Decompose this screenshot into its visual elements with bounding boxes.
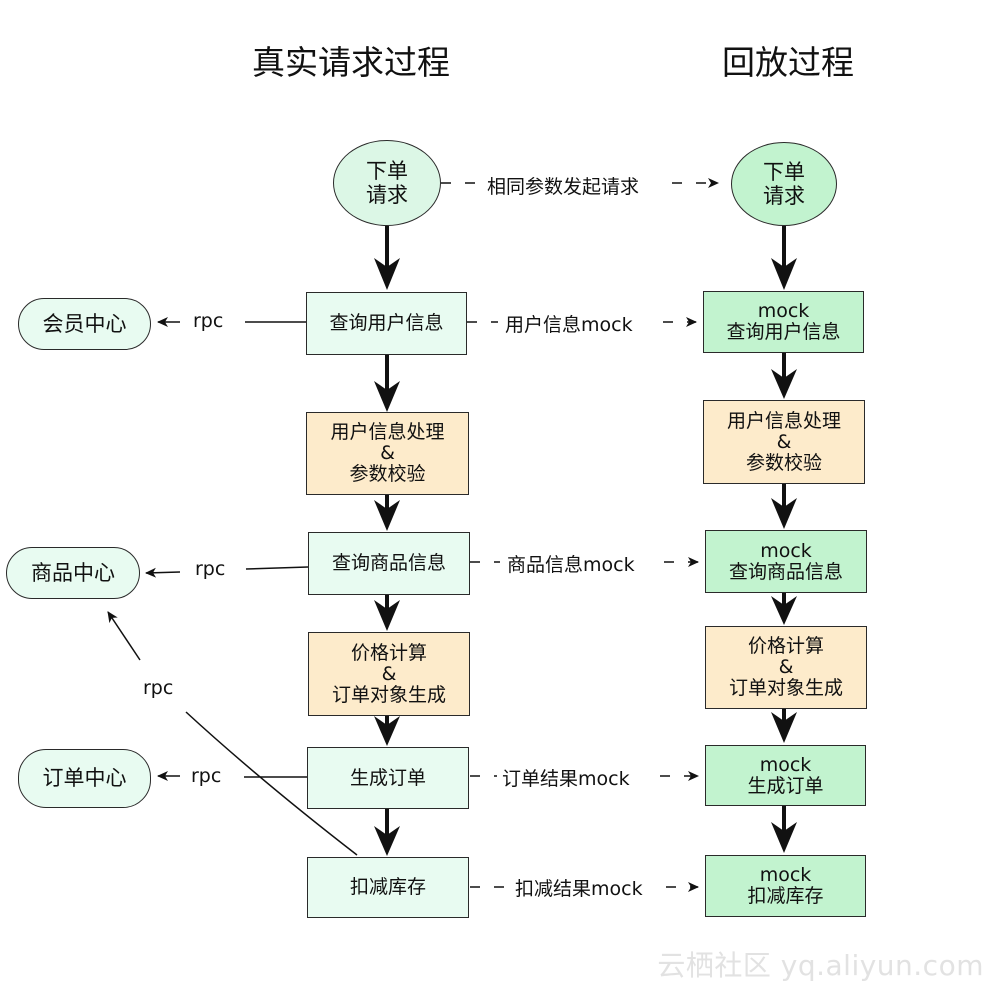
flow-arrowhead xyxy=(771,712,797,743)
product-center-node: 商品中心 xyxy=(6,547,140,599)
node-line: 参数校验 xyxy=(349,463,426,485)
flow-arrowhead xyxy=(374,600,400,631)
node-line: 价格计算 xyxy=(747,635,824,657)
label-stock-mock: 扣减结果mock xyxy=(512,874,646,901)
node-line: 会员中心 xyxy=(42,311,127,336)
node-line: mock xyxy=(760,539,812,562)
node-line: 下单 xyxy=(366,159,408,183)
watermark: 云栖社区 yq.aliyun.com xyxy=(657,949,984,982)
mock-links xyxy=(441,178,719,892)
left-order-request-node: 下单 请求 xyxy=(333,140,441,226)
rpc-links xyxy=(107,317,358,856)
member-center-node: 会员中心 xyxy=(18,298,151,350)
left-create-order-node: 生成订单 xyxy=(307,747,469,809)
rpc-line xyxy=(245,566,309,570)
label-order-mock: 订单结果mock xyxy=(499,764,633,791)
label-product-mock: 商品信息mock xyxy=(504,550,638,577)
right-query-product-node: mock 查询商品信息 xyxy=(705,530,867,593)
right-price-node: 价格计算 & 订单对象生成 xyxy=(705,626,867,709)
flow-arrowhead xyxy=(771,596,797,625)
node-line: 请求 xyxy=(763,184,805,208)
left-price-node: 价格计算 & 订单对象生成 xyxy=(308,632,470,716)
right-create-order-node: mock 生成订单 xyxy=(705,745,866,806)
flow-arrowhead xyxy=(374,500,400,531)
node-line: 生成订单 xyxy=(747,774,824,797)
title-real-process: 真实请求过程 xyxy=(252,43,450,82)
flow-arrowhead xyxy=(374,716,400,746)
node-line: 参数校验 xyxy=(745,451,822,474)
node-line: 查询用户信息 xyxy=(726,321,841,343)
node-line: 下单 xyxy=(763,160,805,184)
left-query-user-node: 查询用户信息 xyxy=(306,292,467,355)
node-line: 价格计算 xyxy=(350,641,427,664)
node-line: & xyxy=(776,430,792,453)
node-line: & xyxy=(778,656,794,678)
node-line: & xyxy=(381,662,397,685)
rpc-curve xyxy=(185,711,358,856)
flow-arrowhead xyxy=(771,498,797,529)
label-rpc-order: rpc xyxy=(191,765,222,787)
rpc-line xyxy=(145,567,181,578)
node-line: 订单对象生成 xyxy=(728,677,843,699)
label-same-params: 相同参数发起请求 xyxy=(484,172,643,199)
node-line: mock xyxy=(759,753,812,776)
flow-arrowhead xyxy=(771,822,797,853)
left-deduct-stock-node: 扣减库存 xyxy=(307,857,469,918)
label-user-mock: 用户信息mock xyxy=(502,310,636,337)
rpc-curve xyxy=(107,611,141,661)
node-line: & xyxy=(380,442,395,464)
right-order-request-node: 下单 请求 xyxy=(731,142,837,226)
left-flow-arrows xyxy=(374,226,400,856)
right-user-process-node: 用户信息处理 & 参数校验 xyxy=(703,400,865,484)
node-line: 查询商品信息 xyxy=(728,560,843,583)
node-line: 订单对象生成 xyxy=(331,683,446,706)
node-line: 扣减库存 xyxy=(349,876,426,898)
flow-arrowhead xyxy=(771,258,797,290)
node-line: mock xyxy=(759,864,812,886)
flow-arrowhead xyxy=(374,381,400,412)
label-rpc-member: rpc xyxy=(193,310,224,332)
right-query-user-node: mock 查询用户信息 xyxy=(703,291,864,353)
node-line: 用户信息处理 xyxy=(726,409,841,432)
node-line: 查询商品信息 xyxy=(331,552,446,574)
node-line: 生成订单 xyxy=(349,766,426,789)
label-rpc-stock: rpc xyxy=(143,677,174,699)
node-line: mock xyxy=(757,300,810,322)
left-user-process-node: 用户信息处理 & 参数校验 xyxy=(306,412,469,495)
label-rpc-product: rpc xyxy=(195,558,226,580)
right-deduct-stock-node: mock 扣减库存 xyxy=(705,855,866,917)
title-replay-process: 回放过程 xyxy=(722,43,854,82)
node-line: 订单中心 xyxy=(42,766,127,790)
node-line: 扣减库存 xyxy=(747,885,824,907)
order-center-node: 订单中心 xyxy=(18,749,151,808)
node-line: 用户信息处理 xyxy=(330,421,445,443)
left-query-product-node: 查询商品信息 xyxy=(308,532,470,595)
right-flow-arrows xyxy=(771,226,797,853)
node-line: 商品中心 xyxy=(31,560,115,585)
flow-arrowhead xyxy=(374,826,400,856)
node-line: 查询用户信息 xyxy=(329,312,444,334)
flow-arrowhead xyxy=(771,369,797,399)
flow-arrowhead xyxy=(374,258,400,290)
node-line: 请求 xyxy=(366,183,408,207)
